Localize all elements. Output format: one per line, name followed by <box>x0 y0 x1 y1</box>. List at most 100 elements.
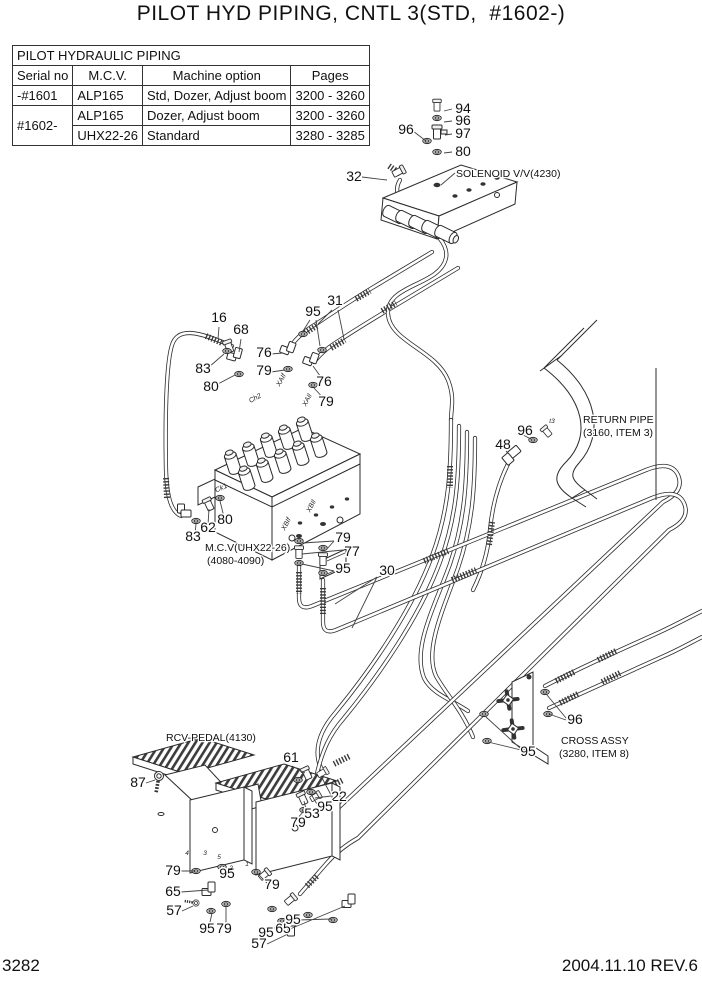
part-callout-68: 68 <box>233 321 249 337</box>
oring-96-cross-2 <box>543 710 553 718</box>
port-label-xaif: XAIf <box>275 372 288 389</box>
oring-79c <box>294 537 304 545</box>
part-callout-83: 83 <box>185 528 201 544</box>
table-row: #1602- ALP165 Dozer, Adjust boom 3200 - … <box>11 105 370 146</box>
part-callout-65: 65 <box>275 920 291 936</box>
part-callout-80: 80 <box>203 378 219 394</box>
part-callout-32: 32 <box>346 168 362 184</box>
cell-option: Std, Dozer, Adjust boom <box>142 85 292 106</box>
part-callout-95: 95 <box>317 798 333 814</box>
part-callout-96: 96 <box>517 422 533 438</box>
part-callout-22: 22 <box>331 788 347 804</box>
part-callout-79: 79 <box>264 876 280 892</box>
fitting-77a <box>294 545 304 559</box>
part-callout-48: 48 <box>495 436 511 452</box>
part-callout-57: 57 <box>166 902 182 918</box>
part-callout-95: 95 <box>258 924 274 940</box>
oring-95-p1 <box>293 776 303 784</box>
oring-95-br <box>328 916 338 924</box>
oring-96 <box>432 114 442 122</box>
oring-95-bb4 <box>303 911 313 919</box>
return-port-fitting <box>539 424 554 439</box>
table-row: UHX22-26 Standard 3280 - 3285 <box>13 125 370 146</box>
part-callout-95: 95 <box>520 743 536 759</box>
note-label--4080-4090-: (4080-4090) <box>207 555 264 567</box>
page-number: 3282 <box>2 956 40 975</box>
oring-95-p2 <box>306 788 316 796</box>
port-label-4: 4 <box>185 850 189 857</box>
cross-assy <box>479 671 553 765</box>
fitting-94 <box>432 98 442 112</box>
part-callout-96: 96 <box>567 711 583 727</box>
part-callout-61: 61 <box>283 749 299 765</box>
part-callout-79: 79 <box>165 862 181 878</box>
note-label-return-pipe: RETURN PIPE <box>583 414 654 426</box>
part-callout-79: 79 <box>335 529 351 545</box>
part-callout-95: 95 <box>335 560 351 576</box>
oring-79a <box>283 365 293 373</box>
port-label-5: 5 <box>217 854 221 861</box>
part-callout-95: 95 <box>305 303 321 319</box>
oring-79-b2 <box>251 868 261 876</box>
note-label-cross-assy: CROSS ASSY <box>561 735 629 747</box>
port-label-ch2: Ch2 <box>248 393 263 405</box>
part-callout-77: 77 <box>344 543 360 559</box>
part-callout-80: 80 <box>455 143 471 159</box>
part-callout-57: 57 <box>251 935 267 951</box>
part-callout-96: 96 <box>398 121 414 137</box>
elbow-65-left <box>201 881 216 896</box>
part-callout-65: 65 <box>165 883 181 899</box>
part-callout-30: 30 <box>379 562 395 578</box>
cell-option: Standard <box>142 125 292 146</box>
oring-96-cross-1 <box>540 688 550 696</box>
oring-80-top <box>234 370 244 378</box>
port-label-ck1: Ck1 <box>214 483 228 495</box>
leader-lines <box>145 108 567 945</box>
note-label--3160-item-3-: (3160, ITEM 3) <box>583 427 653 439</box>
part-callout-95: 95 <box>199 920 215 936</box>
part-callout-96: 96 <box>455 112 471 128</box>
rcv-pedal <box>131 737 356 937</box>
oring-95b <box>317 346 327 354</box>
part-callout-79: 79 <box>290 814 306 830</box>
note-label-solenoid-v-v-4230-: SOLENOID V/V(4230) <box>456 168 560 180</box>
part-callout-76: 76 <box>316 373 332 389</box>
oring-95a <box>298 330 308 338</box>
port-label-t3: t3 <box>549 418 555 425</box>
cell-option: Dozer, Adjust boom <box>142 105 292 126</box>
note-label--3280-item-8-: (3280, ITEM 8) <box>559 748 629 760</box>
bolt-87 <box>149 768 167 796</box>
part-callout-95: 95 <box>285 911 301 927</box>
oring-79-bb <box>221 900 231 908</box>
cell-pages: 3280 - 3285 <box>290 125 370 146</box>
table-title: PILOT HYDRAULIC PIPING <box>12 45 370 66</box>
note-label-m-c-v-uhx22-26-: M.C.V(UHX22-26) <box>205 542 290 554</box>
port-label-xail: XAIl <box>301 393 314 409</box>
page-title: PILOT HYD PIPING, CNTL 3(STD, #1602-) <box>136 2 566 25</box>
oring-80-btm <box>215 494 225 502</box>
oring-95c <box>294 559 304 567</box>
part-callout-97: 97 <box>455 125 471 141</box>
elbow-65-right <box>341 893 356 908</box>
part-callout-94: 94 <box>455 100 471 116</box>
oring-83-btm <box>191 517 201 525</box>
part-callout-76: 76 <box>256 344 272 360</box>
oring-80 <box>432 148 442 156</box>
part-callout-62: 62 <box>200 519 216 535</box>
plug-57-left <box>182 896 201 908</box>
part-callout-79: 79 <box>318 393 334 409</box>
part-callout-79: 79 <box>256 362 272 378</box>
spec-table: PILOT HYDRAULIC PIPING Serial no M.C.V. … <box>11 45 370 146</box>
revision-date: 2004.11.10 REV.6 <box>561 956 698 975</box>
port-label-2: 2 <box>228 865 233 872</box>
port-label-3: 3 <box>203 850 207 857</box>
fitting-77b <box>318 552 328 566</box>
note-label-rcv-pedal-4130-: RCV-PEDAL(4130) <box>166 732 256 744</box>
oring-95-cross-1 <box>479 710 489 718</box>
part-callout-83: 83 <box>195 360 211 376</box>
solenoid-valve-block <box>380 98 519 247</box>
part-callout-16: 16 <box>211 309 227 325</box>
oring-95-bb2 <box>267 905 277 913</box>
